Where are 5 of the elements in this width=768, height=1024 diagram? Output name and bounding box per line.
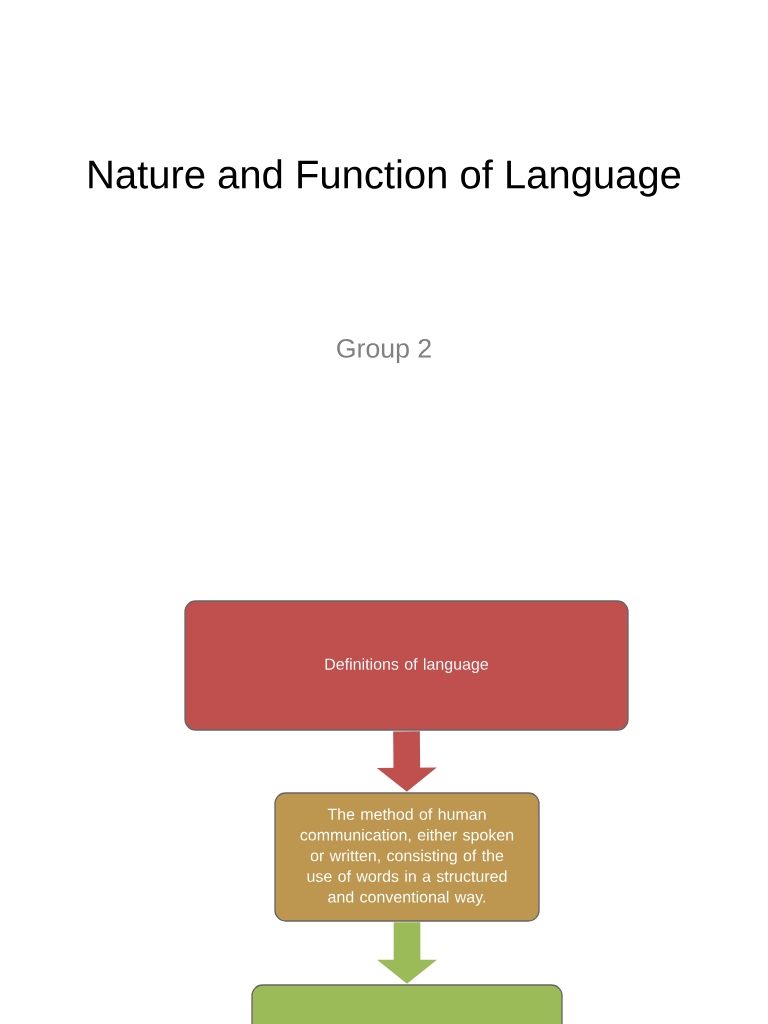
subtitle: Group 2 — [337, 338, 431, 364]
slide-title: Nature and Function of Language — [89, 159, 681, 197]
process-box: The method of human communication, either spoken or written, consisting of the use of words in a structured and conventional way. — [274, 792, 540, 922]
process-box — [251, 984, 563, 1024]
process-box: Definitions of language — [184, 600, 629, 731]
